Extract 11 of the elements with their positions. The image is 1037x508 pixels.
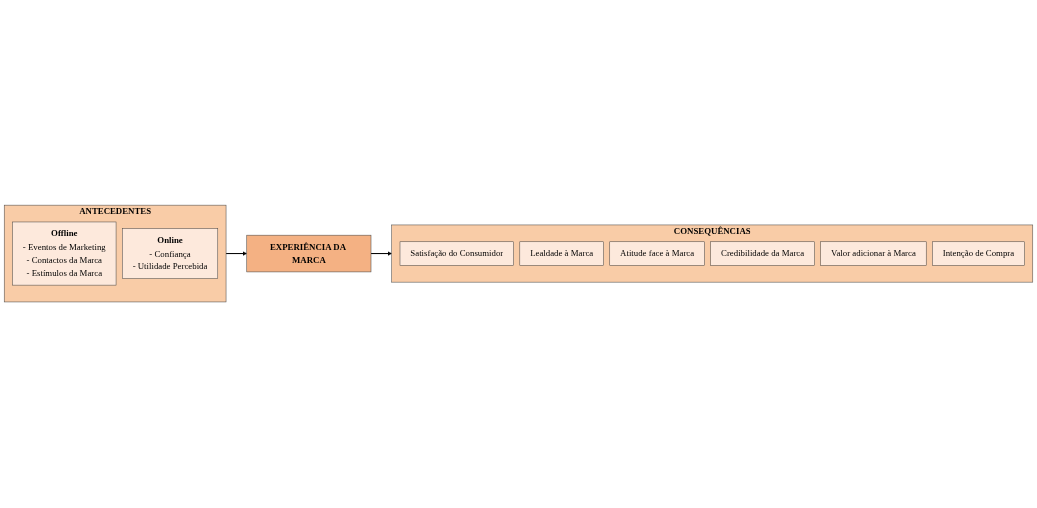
node-box: Offline - Eventos de Marketing - Contactos da Marca - Estímulos da Marca bbox=[12, 222, 117, 286]
node-box: Valor adicionar à Marca bbox=[820, 241, 927, 267]
arrow bbox=[370, 251, 392, 257]
node-box: Online - Confiança - Utilidade Percebida bbox=[122, 228, 219, 280]
node-box: Intenção de Compra bbox=[932, 241, 1025, 267]
arrow bbox=[225, 251, 247, 257]
node-box: Credibilidade da Marca bbox=[710, 241, 815, 267]
node-box: Atitude face à Marca bbox=[609, 241, 705, 267]
node-box: Satisfação do Consumidor bbox=[399, 241, 514, 267]
node-box: Lealdade à Marca bbox=[519, 241, 604, 267]
node-box: EXPERIÊNCIA DA MARCA bbox=[246, 235, 372, 273]
